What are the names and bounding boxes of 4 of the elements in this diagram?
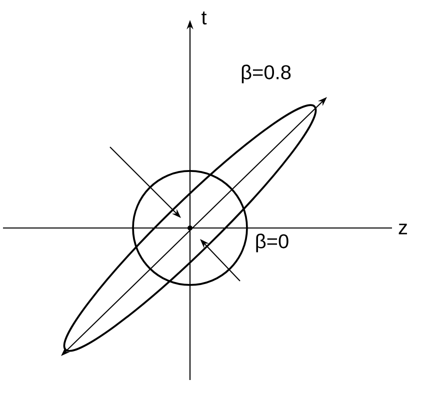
label: β=0 [256,234,288,252]
label: t [202,11,207,25]
label: z [398,224,407,234]
label: β=0.8 [242,64,291,84]
